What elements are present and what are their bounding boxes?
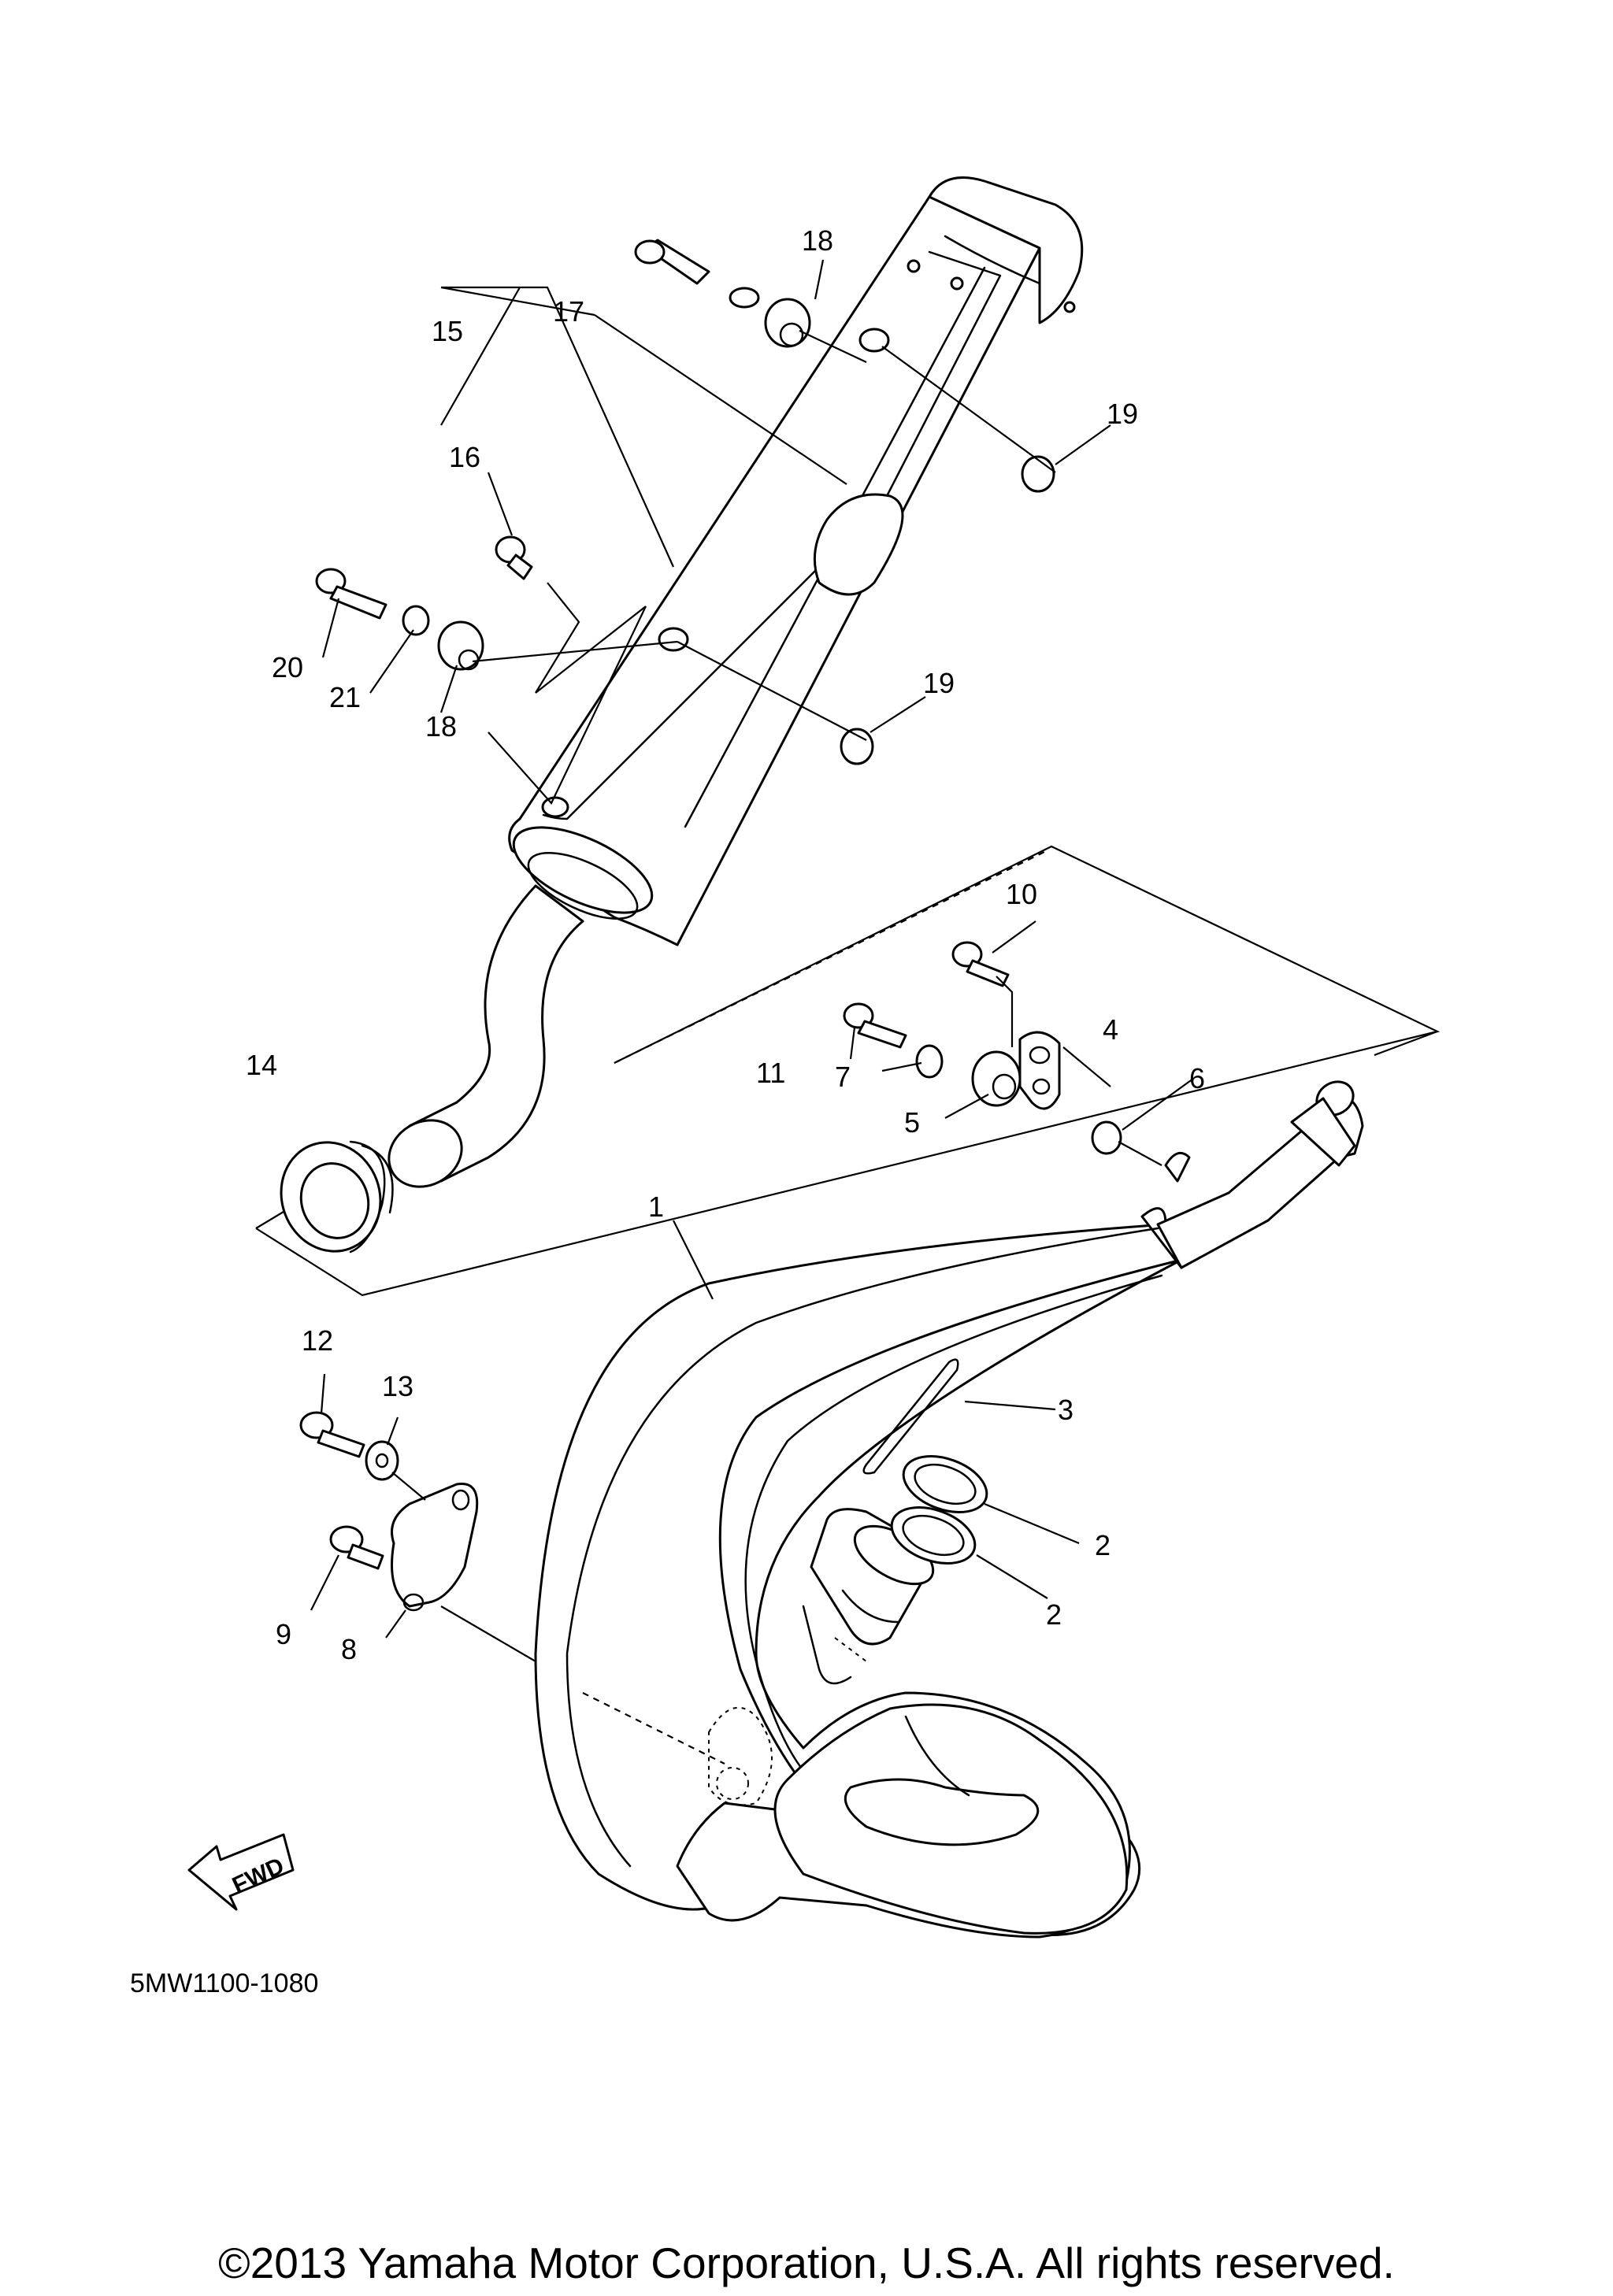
callout-5: 5 — [904, 1106, 920, 1139]
callout-9: 9 — [276, 1618, 291, 1650]
silencer-leader-lines — [321, 259, 1111, 805]
callout-2a: 2 — [1095, 1529, 1111, 1561]
callout-11: 11 — [756, 1057, 785, 1089]
callout-19-bottom: 19 — [923, 667, 955, 699]
callout-2b: 2 — [1046, 1598, 1062, 1631]
header-bracket-kit — [299, 1373, 479, 1639]
silencer — [387, 176, 1084, 1188]
callout-6: 6 — [1189, 1062, 1205, 1094]
copyright-notice: ©2013 Yamaha Motor Corporation, U.S.A. A… — [218, 2239, 1395, 2287]
expansion-chamber — [440, 1080, 1364, 1939]
diagram-code: 5MW1100-1080 — [130, 1968, 319, 1998]
callout-20: 20 — [272, 651, 303, 683]
callouts: 1 2 2 3 4 5 6 7 8 9 10 11 12 13 14 15 16… — [246, 224, 1205, 1665]
callout-19-top: 19 — [1107, 398, 1138, 430]
callout-14: 14 — [246, 1049, 277, 1081]
callout-7: 7 — [835, 1061, 851, 1093]
callout-1: 1 — [648, 1191, 664, 1223]
callout-3: 3 — [1058, 1394, 1073, 1426]
gasket-14 — [280, 1140, 394, 1254]
mount-kit — [843, 920, 1194, 1183]
callout-10: 10 — [1006, 878, 1037, 910]
callout-16: 16 — [449, 441, 480, 473]
callout-4: 4 — [1103, 1013, 1118, 1046]
callout-18-top: 18 — [802, 224, 833, 257]
callout-12: 12 — [302, 1324, 333, 1357]
kit-bracket-frame — [255, 845, 1441, 1297]
callout-8: 8 — [341, 1633, 357, 1665]
callout-17: 17 — [553, 295, 584, 328]
fwd-arrow-icon: FWD — [187, 1833, 295, 1911]
callout-21: 21 — [329, 681, 361, 713]
callout-15: 15 — [432, 315, 463, 347]
callout-18-bottom: 18 — [425, 710, 457, 742]
callout-13: 13 — [382, 1370, 413, 1402]
